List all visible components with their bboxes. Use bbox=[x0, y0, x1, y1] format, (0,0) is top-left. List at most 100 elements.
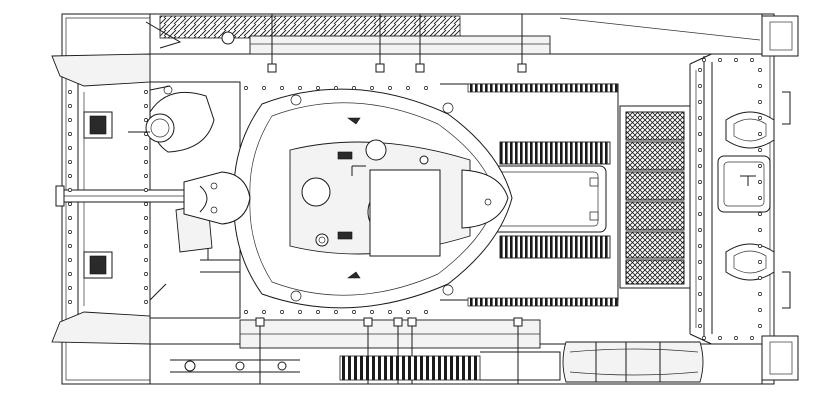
rivet bbox=[388, 86, 392, 90]
gun-mantlet bbox=[183, 171, 251, 225]
transmission-hatch bbox=[717, 155, 771, 213]
rivet bbox=[758, 196, 762, 200]
rear-deck bbox=[717, 91, 791, 309]
rivet bbox=[144, 118, 148, 122]
rivet bbox=[698, 164, 702, 168]
rivet bbox=[758, 148, 762, 152]
rivet bbox=[68, 300, 72, 304]
loader-hatch bbox=[369, 169, 441, 257]
rivet bbox=[758, 180, 762, 184]
lifting-eye-icon bbox=[347, 117, 361, 125]
rivet bbox=[144, 174, 148, 178]
rivet bbox=[144, 202, 148, 206]
rivet bbox=[280, 310, 284, 314]
front-right-fender bbox=[51, 311, 151, 345]
mesh-panel-3 bbox=[625, 171, 685, 201]
rivet bbox=[698, 228, 702, 232]
rivet bbox=[68, 188, 72, 192]
radiator-mesh-screens bbox=[619, 105, 691, 289]
rivet bbox=[698, 292, 702, 296]
rivet bbox=[758, 324, 762, 328]
rivet bbox=[698, 276, 702, 280]
rivet bbox=[352, 86, 356, 90]
rear-right-stowage-box bbox=[761, 335, 799, 381]
rivet bbox=[758, 164, 762, 168]
rivet bbox=[144, 230, 148, 234]
tarpaulin-roll bbox=[562, 341, 704, 383]
rivet bbox=[734, 336, 738, 340]
rivet bbox=[702, 336, 706, 340]
rivet bbox=[750, 58, 754, 62]
rivet bbox=[698, 180, 702, 184]
rivet bbox=[68, 258, 72, 262]
rivet bbox=[718, 58, 722, 62]
rivet bbox=[144, 244, 148, 248]
rivet bbox=[334, 310, 338, 314]
rivet bbox=[280, 86, 284, 90]
rivet bbox=[68, 230, 72, 234]
lifting-eye-icon bbox=[347, 271, 361, 279]
rivet bbox=[144, 272, 148, 276]
rivet bbox=[698, 244, 702, 248]
rivet bbox=[316, 86, 320, 90]
mesh-panel-4 bbox=[625, 201, 685, 231]
rivet bbox=[758, 260, 762, 264]
rivet bbox=[698, 116, 702, 120]
rivet bbox=[750, 336, 754, 340]
rivet bbox=[406, 310, 410, 314]
spare-track-links bbox=[339, 355, 481, 381]
turret bbox=[183, 88, 513, 309]
rivet bbox=[262, 86, 266, 90]
left-fender-box bbox=[249, 35, 551, 55]
rivet bbox=[388, 310, 392, 314]
rivet bbox=[68, 160, 72, 164]
rivet bbox=[698, 196, 702, 200]
rivet bbox=[698, 100, 702, 104]
front-left-fender bbox=[51, 53, 151, 87]
rivet bbox=[68, 272, 72, 276]
rivet bbox=[68, 244, 72, 248]
rivet bbox=[758, 100, 762, 104]
rivet bbox=[144, 188, 148, 192]
rivet bbox=[758, 212, 762, 216]
rope-coil bbox=[159, 15, 461, 39]
rivet bbox=[68, 132, 72, 136]
rivet bbox=[424, 86, 428, 90]
periscope-icon bbox=[337, 231, 353, 240]
rivet bbox=[698, 260, 702, 264]
rivet bbox=[424, 310, 428, 314]
left-fender-stowage bbox=[145, 13, 763, 73]
rivet bbox=[758, 116, 762, 120]
periscope-icon bbox=[337, 151, 353, 160]
rivet bbox=[68, 202, 72, 206]
rivet bbox=[758, 228, 762, 232]
rivet bbox=[144, 132, 148, 136]
rivet bbox=[298, 86, 302, 90]
rivet bbox=[758, 292, 762, 296]
rivet bbox=[734, 58, 738, 62]
rivet bbox=[244, 310, 248, 314]
rivet bbox=[698, 308, 702, 312]
main-gun bbox=[55, 185, 185, 207]
rivet bbox=[144, 300, 148, 304]
rivet bbox=[68, 216, 72, 220]
rivet bbox=[144, 286, 148, 290]
rivet bbox=[758, 276, 762, 280]
rivet bbox=[144, 216, 148, 220]
hull-rivets bbox=[68, 58, 762, 340]
rivet bbox=[68, 286, 72, 290]
rivet bbox=[406, 86, 410, 90]
rivet bbox=[144, 258, 148, 262]
rivet bbox=[334, 86, 338, 90]
rivet bbox=[698, 212, 702, 216]
ventilator-dome bbox=[301, 177, 331, 207]
rivet bbox=[316, 310, 320, 314]
rivet bbox=[758, 308, 762, 312]
rivet bbox=[758, 84, 762, 88]
rivet bbox=[758, 244, 762, 248]
rivet bbox=[244, 86, 248, 90]
rivet bbox=[144, 146, 148, 150]
rivet bbox=[702, 58, 706, 62]
